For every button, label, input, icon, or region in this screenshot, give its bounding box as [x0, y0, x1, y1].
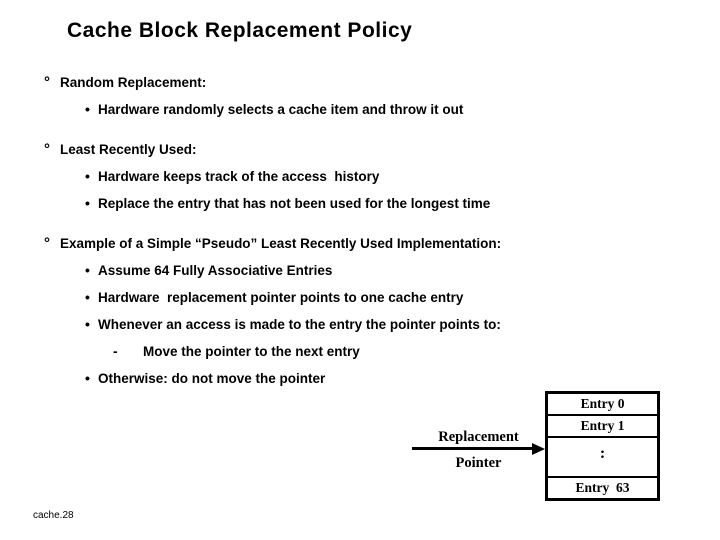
bullet-text: Otherwise: do not move the pointer — [98, 371, 326, 386]
entry-row-ellipsis: : — [548, 438, 657, 478]
replacement-label: Replacement — [438, 429, 519, 445]
degree-bullet-icon: ° — [44, 235, 50, 252]
dot-bullet-icon: • — [85, 370, 90, 386]
pointer-arrow-line — [412, 447, 536, 450]
bullet-line-replacement-pointer: • Hardware replacement pointer points to… — [85, 289, 464, 306]
bullet-line-hardware-random: • Hardware randomly selects a cache item… — [85, 101, 464, 118]
bullet-text: Replace the entry that has not been used… — [98, 196, 491, 211]
degree-bullet-icon: ° — [44, 74, 50, 91]
page-title: Cache Block Replacement Policy — [67, 19, 413, 42]
entry-row-1: Entry 1 — [548, 416, 657, 438]
entry-row-63: Entry 63 — [575, 480, 630, 495]
degree-bullet-icon: ° — [44, 141, 50, 158]
bullet-line-replace-entry: • Replace the entry that has not been us… — [85, 195, 491, 212]
bullet-line-whenever-access: • Whenever an access is made to the entr… — [85, 316, 501, 333]
replacement-pointer-label: Replacement Pointer — [412, 429, 545, 471]
dot-bullet-icon: • — [85, 262, 90, 278]
dot-bullet-icon: • — [85, 289, 90, 305]
bullet-line-move-pointer: - Move the pointer to the next entry — [113, 344, 360, 359]
bullet-text: Hardware keeps track of the access histo… — [98, 169, 380, 184]
bullet-text: Random Replacement: — [60, 75, 207, 90]
bullet-line-access-history: • Hardware keeps track of the access his… — [85, 168, 380, 185]
dot-bullet-icon: • — [85, 101, 90, 117]
pointer-arrow-head-icon — [532, 442, 545, 455]
bullet-text: Whenever an access is made to the entry … — [98, 317, 501, 332]
pointer-label: Pointer — [455, 455, 502, 471]
dot-bullet-icon: • — [85, 168, 90, 184]
bullet-text: Least Recently Used: — [60, 142, 197, 157]
dot-bullet-icon: • — [85, 316, 90, 332]
dash-bullet-icon: - — [113, 344, 118, 359]
bullet-text: Assume 64 Fully Associative Entries — [98, 263, 333, 278]
bullet-line-pseudo-lru-example: ° Example of a Simple “Pseudo” Least Rec… — [44, 236, 501, 251]
bullet-text: Hardware randomly selects a cache item a… — [98, 102, 464, 117]
bullet-text: Example of a Simple “Pseudo” Least Recen… — [60, 236, 502, 251]
dot-bullet-icon: • — [85, 195, 90, 211]
bullet-text: Hardware replacement pointer points to o… — [98, 290, 464, 305]
bullet-line-otherwise: • Otherwise: do not move the pointer — [85, 370, 326, 387]
entry-row-0: Entry 0 — [548, 394, 657, 416]
bullet-line-random-replacement: ° Random Replacement: — [44, 75, 206, 90]
cache-entry-table: Entry 0 Entry 1 : Entry 63 — [545, 391, 660, 501]
bullet-text: Move the pointer to the next entry — [143, 344, 360, 359]
slide-footer: cache.28 — [33, 510, 74, 521]
bullet-line-assume-64: • Assume 64 Fully Associative Entries — [85, 262, 333, 279]
bullet-line-lru: ° Least Recently Used: — [44, 142, 197, 157]
